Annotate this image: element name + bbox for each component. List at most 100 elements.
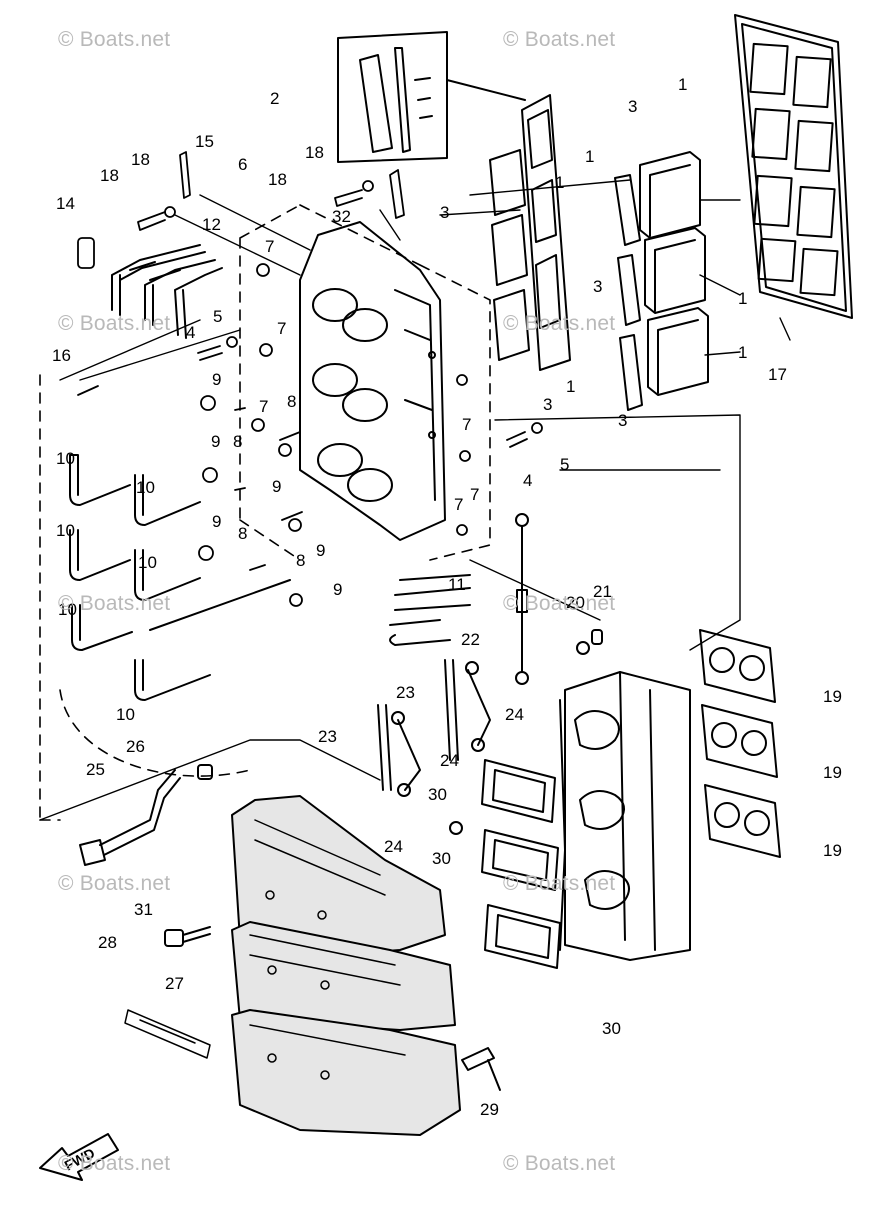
part-10-hoses	[69, 454, 291, 701]
watermark: © Boats.net	[58, 1152, 171, 1175]
part-28-intake-silencer	[231, 795, 461, 1136]
callout-number: 23	[318, 727, 337, 746]
callout-number: 19	[823, 687, 842, 706]
callout-number: 7	[265, 237, 274, 256]
watermark: © Boats.net	[503, 592, 616, 615]
callout-number: 7	[462, 415, 471, 434]
parts-7-8-9-fittings	[198, 263, 471, 607]
part-11-hoses	[389, 574, 471, 646]
callout-number: 9	[272, 477, 281, 496]
callout-number: 23	[396, 683, 415, 702]
carburetor-assembly	[559, 671, 691, 961]
callout-number: 4	[523, 471, 532, 490]
callout-number: 9	[333, 580, 342, 599]
part-28-details	[249, 819, 406, 1080]
callout-number: 21	[593, 582, 612, 601]
callout-number: 18	[305, 143, 324, 162]
callout-number: 18	[100, 166, 119, 185]
callout-number: 7	[259, 397, 268, 416]
callout-number: 1	[738, 289, 747, 308]
dashed-assembly-outline	[39, 204, 491, 821]
callout-number: 8	[296, 551, 305, 570]
callout-number: 4	[186, 323, 195, 342]
part-12-hoses	[111, 244, 223, 339]
fwd-arrow-icon	[39, 1133, 119, 1181]
part-2-detail-box	[337, 31, 526, 163]
callout-number: 1	[678, 75, 687, 94]
callout-number: 32	[332, 207, 351, 226]
callout-number: 9	[212, 370, 221, 389]
callout-number: 10	[56, 521, 75, 540]
watermark: © Boats.net	[58, 28, 171, 51]
callout-number: 9	[211, 432, 220, 451]
callout-number: 8	[238, 524, 247, 543]
callout-number: 9	[316, 541, 325, 560]
callout-number: 31	[134, 900, 153, 919]
callout-number: 1	[585, 147, 594, 166]
callout-number: 7	[470, 485, 479, 504]
callout-number: 18	[268, 170, 287, 189]
watermark: © Boats.net	[503, 1152, 616, 1175]
callout-number: 26	[126, 737, 145, 756]
callout-number: 27	[165, 974, 184, 993]
callout-number: 14	[56, 194, 75, 213]
callout-number: 3	[543, 395, 552, 414]
callout-number: 20	[566, 593, 585, 612]
watermark: © Boats.net	[503, 28, 616, 51]
callout-number: 30	[432, 849, 451, 868]
watermark: © Boats.net	[58, 312, 171, 335]
callout-number: 18	[131, 150, 150, 169]
callout-number: 30	[602, 1019, 621, 1038]
callout-number: 28	[98, 933, 117, 952]
callout-number: 10	[138, 553, 157, 572]
part-23-link-rod	[515, 513, 529, 685]
part-3-plates	[489, 149, 643, 411]
callout-number: 7	[277, 319, 286, 338]
part-32-bolt	[164, 926, 211, 947]
leader-lines	[39, 179, 791, 821]
part-24-rods	[377, 659, 491, 835]
callout-number: 1	[555, 173, 564, 192]
callout-number: 8	[287, 392, 296, 411]
callout-number: 25	[86, 760, 105, 779]
parts-small-hardware	[77, 151, 543, 448]
callout-number: 10	[116, 705, 135, 724]
part-6-intake-manifold	[299, 221, 446, 541]
part-17-gasket	[734, 14, 853, 319]
callout-number: 24	[505, 705, 524, 724]
callout-number: 10	[136, 478, 155, 497]
callout-number: 17	[768, 365, 787, 384]
callout-number: 6	[238, 155, 247, 174]
callout-number: 11	[448, 575, 466, 594]
part-20-gaskets	[699, 629, 781, 858]
parts-21-22	[576, 629, 603, 655]
callout-number: 19	[823, 841, 842, 860]
callout-number: 1	[738, 343, 747, 362]
callout-number: 19	[823, 763, 842, 782]
watermark: © Boats.net	[58, 872, 171, 895]
callout-number: 29	[480, 1100, 499, 1119]
callout-number: 10	[56, 449, 75, 468]
part-31-gaskets	[481, 759, 561, 969]
part-29-label	[124, 1009, 211, 1059]
watermark: © Boats.net	[503, 312, 616, 335]
watermark: © Boats.net	[58, 592, 171, 615]
callout-number: 24	[384, 837, 403, 856]
part-1-reed-valves	[639, 151, 709, 396]
callout-number: 16	[52, 346, 71, 365]
callout-number: 22	[461, 630, 480, 649]
part-30-pin	[461, 1047, 501, 1091]
callout-number: 10	[58, 600, 77, 619]
part-1-reed-block	[521, 94, 571, 371]
callout-number: 8	[233, 432, 242, 451]
callout-number: 5	[213, 307, 222, 326]
watermark: © Boats.net	[503, 872, 616, 895]
callout-number: 3	[593, 277, 602, 296]
callout-number: 5	[560, 455, 569, 474]
callout-number: 3	[440, 203, 449, 222]
callout-number: 2	[270, 89, 279, 108]
callout-number: 24	[440, 751, 459, 770]
